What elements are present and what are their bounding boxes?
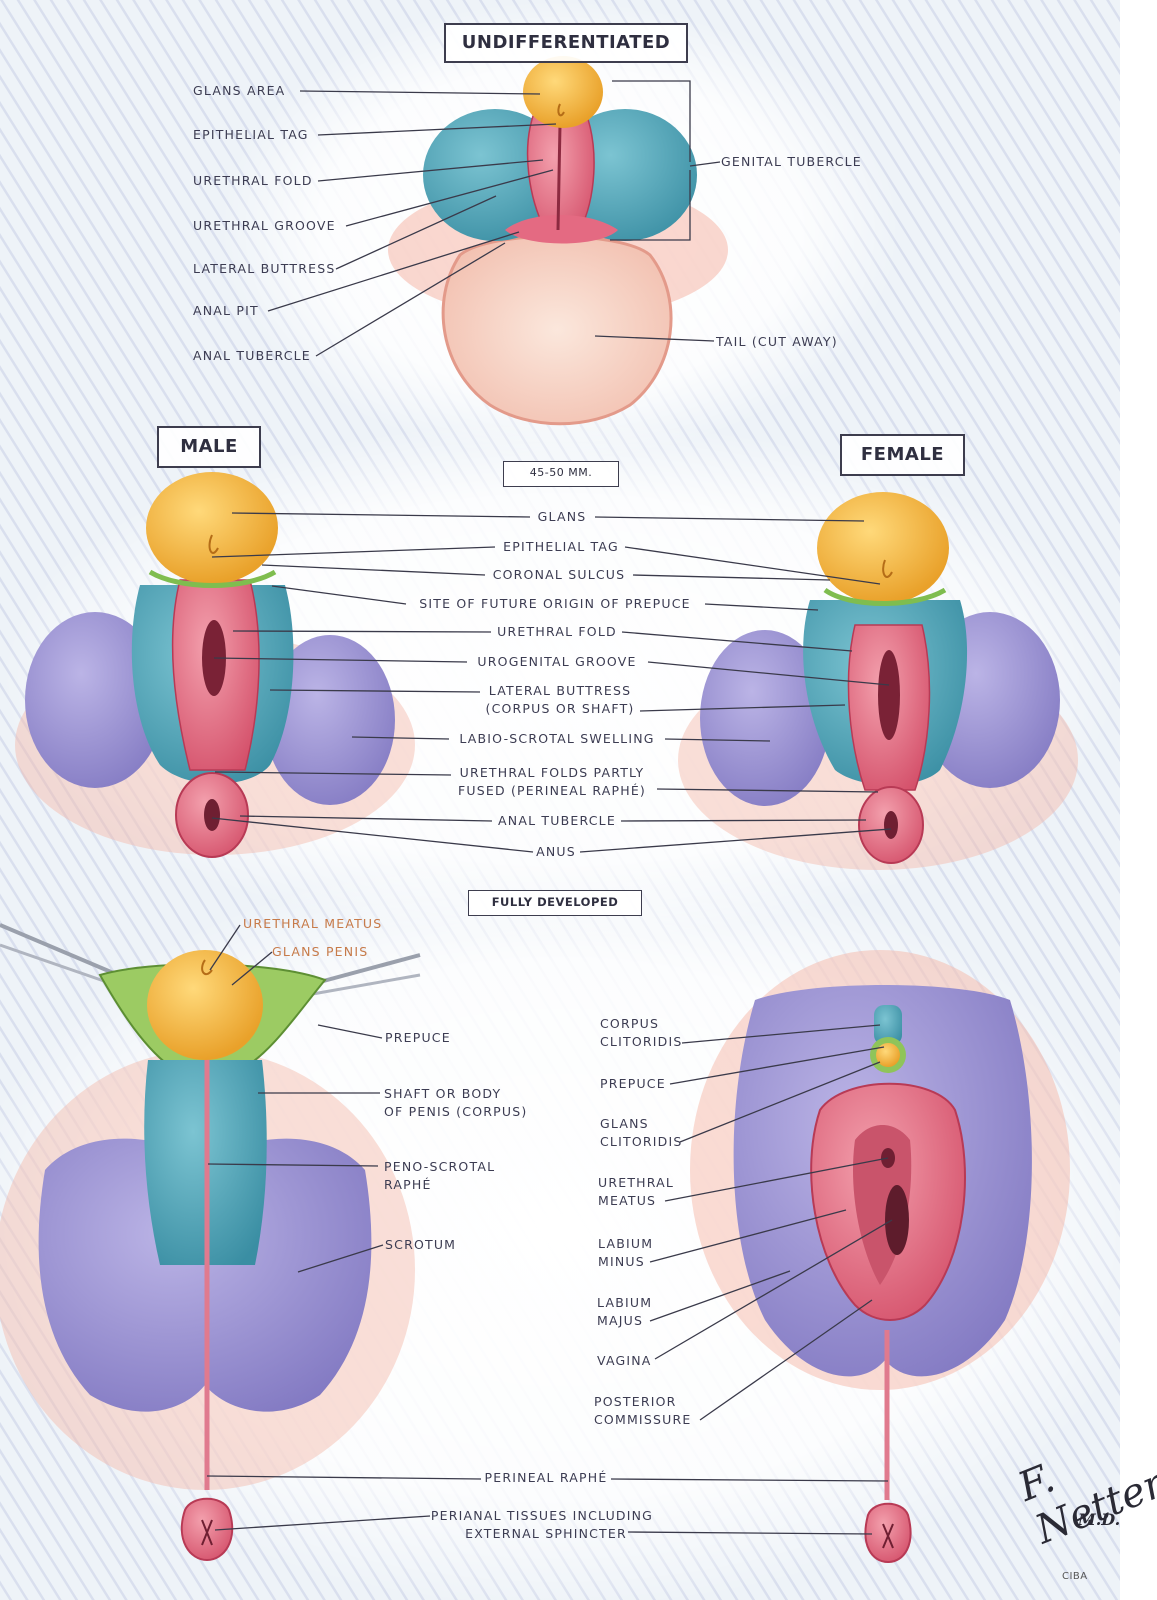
label-external-sphincter: EXTERNAL SPHINCTER	[465, 1526, 627, 1541]
label-urogenital-groove: UROGENITAL GROOVE	[477, 654, 637, 669]
label-labium-minus: LABIUM	[598, 1236, 654, 1251]
label-folds-partly-fused: URETHRAL FOLDS PARTLY	[459, 765, 645, 780]
label-corpus-clitoridis: CORPUS	[600, 1016, 660, 1031]
label-posterior-commissure-sub: COMMISSURE	[594, 1412, 692, 1427]
label-genital-tubercle: GENITAL TUBERCLE	[721, 154, 862, 169]
heading-fully-developed: FULLY DEVELOPED	[468, 890, 642, 916]
label-lateral-buttress: LATERAL BUTTRESS	[488, 683, 632, 698]
label-scrotum: SCROTUM	[385, 1237, 457, 1252]
label-anal-tubercle: ANAL TUBERCLE	[498, 813, 616, 828]
label-perianal-tissues: PERIANAL TISSUES INCLUDING	[430, 1508, 654, 1523]
label-urethral-meatus-female: URETHRAL	[598, 1175, 675, 1190]
label-labio-scrotal-swelling: LABIO-SCROTAL SWELLING	[459, 731, 655, 746]
label-anal-tubercle-undiff: ANAL TUBERCLE	[193, 348, 311, 363]
label-urethral-fold: URETHRAL FOLD	[497, 624, 617, 639]
label-labium-majus-sub: MAJUS	[597, 1313, 644, 1328]
label-lateral-buttress-undiff: LATERAL BUTTRESS	[193, 261, 336, 276]
label-urethral-meatus-male: URETHRAL MEATUS	[243, 916, 383, 931]
label-glans-area: GLANS AREA	[193, 83, 286, 98]
label-epithelial-tag: EPITHELIAL TAG	[503, 539, 619, 554]
label-glans-clitoridis-sub: CLITORIDIS	[600, 1134, 683, 1149]
signature-note: CIBA	[1062, 1571, 1088, 1582]
label-glans-clitoridis: GLANS	[600, 1116, 649, 1131]
label-perineal-raphe-fused: FUSED (PERINEAL RAPHÉ)	[457, 783, 647, 798]
label-labium-majus: LABIUM	[597, 1295, 653, 1310]
label-perineal-raphe: PERINEAL RAPHÉ	[484, 1470, 608, 1485]
male-developed-figure	[0, 923, 421, 1562]
female-developed-figure	[690, 950, 1070, 1564]
label-glans-penis: GLANS PENIS	[272, 944, 369, 959]
heading-stage: 45-50 MM.	[503, 461, 619, 487]
label-peno-scrotal-sub: RAPHÉ	[384, 1177, 432, 1192]
heading-undifferentiated: UNDIFFERENTIATED	[444, 23, 688, 63]
label-glans: GLANS	[537, 509, 587, 524]
label-posterior-commissure: POSTERIOR	[594, 1394, 677, 1409]
label-prepuce-site: SITE OF FUTURE ORIGIN OF PREPUCE	[419, 596, 691, 611]
label-shaft: SHAFT OR BODY	[384, 1086, 502, 1101]
label-prepuce-male: PREPUCE	[385, 1030, 451, 1045]
label-anus: ANUS	[536, 844, 576, 859]
label-vagina: VAGINA	[597, 1353, 652, 1368]
label-prepuce-female: PREPUCE	[600, 1076, 666, 1091]
heading-male: MALE	[157, 426, 261, 468]
heading-female: FEMALE	[840, 434, 965, 476]
label-urethral-groove: URETHRAL GROOVE	[193, 218, 336, 233]
label-coronal-sulcus: CORONAL SULCUS	[492, 567, 626, 582]
label-lateral-buttress-sub: (CORPUS OR SHAFT)	[485, 701, 635, 716]
label-urethral-meatus-female-sub: MEATUS	[598, 1193, 657, 1208]
undifferentiated-figure	[388, 56, 728, 426]
label-epithelial-tag-undiff: EPITHELIAL TAG	[193, 127, 309, 142]
leader-lines	[206, 80, 893, 1535]
signature-suffix: M.D.	[1078, 1510, 1121, 1529]
label-anal-pit: ANAL PIT	[193, 303, 259, 318]
label-tail: TAIL (CUT AWAY)	[716, 334, 838, 349]
label-labium-minus-sub: MINUS	[598, 1254, 645, 1269]
label-corpus-clitoridis-sub: CLITORIDIS	[600, 1034, 683, 1049]
label-shaft-sub: OF PENIS (CORPUS)	[384, 1104, 528, 1119]
label-urethral-fold-undiff: URETHRAL FOLD	[193, 173, 313, 188]
female-45mm-figure	[678, 492, 1078, 870]
label-peno-scrotal: PENO-SCROTAL	[384, 1159, 496, 1174]
